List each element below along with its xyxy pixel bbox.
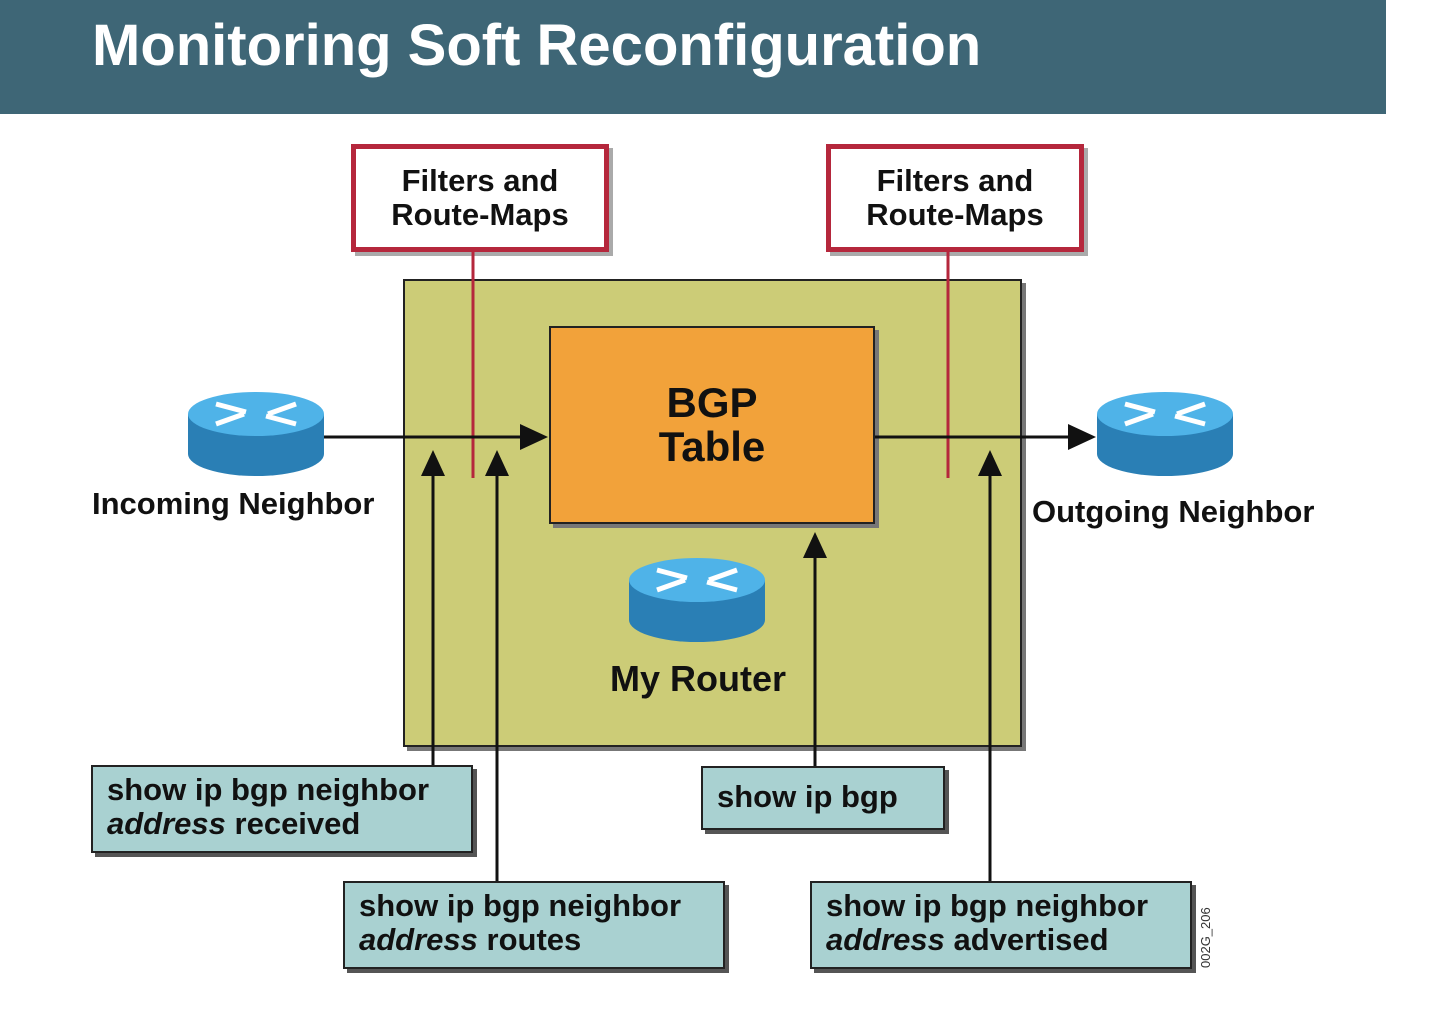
cmd-received-suffix: received (225, 806, 361, 841)
received-arrowhead (421, 450, 445, 476)
routes-arrowhead (485, 450, 509, 476)
cmd-routes-suffix: routes (477, 922, 582, 957)
bgp-table-box: BGP Table (549, 326, 875, 524)
incoming-router-icon (188, 392, 324, 476)
inbound-filters-box: Filters and Route-Maps (351, 144, 609, 252)
advertised-arrowhead (978, 450, 1002, 476)
cmd-show-ip-bgp: show ip bgp (701, 766, 945, 830)
outgoing-router-icon (1097, 392, 1233, 476)
page-title: Monitoring Soft Reconfiguration (92, 13, 982, 78)
cmd-received-line1: show ip bgp neighbor (107, 772, 430, 807)
incoming-flow-arrowhead (520, 424, 548, 450)
cmd-neighbor-advertised: show ip bgp neighbor address advertised (810, 881, 1192, 969)
cmd-neighbor-received: show ip bgp neighbor address received (91, 765, 473, 853)
incoming-neighbor-label: Incoming Neighbor (92, 486, 375, 521)
outbound-filters-line1: Filters and (876, 163, 1034, 198)
inbound-filters-line2: Route-Maps (391, 197, 569, 232)
cmd-routes-line1: show ip bgp neighbor (359, 888, 682, 923)
bgp-arrowhead (803, 532, 827, 558)
cmd-advertised-line1: show ip bgp neighbor (826, 888, 1149, 923)
cmd-routes-address: address (359, 922, 478, 957)
figure-code: 002G_206 (1198, 907, 1213, 968)
title-bar: Monitoring Soft Reconfiguration (0, 0, 1386, 114)
outgoing-neighbor-label: Outgoing Neighbor (1032, 494, 1315, 529)
cmd-advertised-suffix: advertised (944, 922, 1109, 957)
cmd-received-address: address (107, 806, 226, 841)
my-router-label: My Router (610, 658, 787, 699)
cmd-bgp-text: show ip bgp (717, 779, 898, 814)
outbound-filters-box: Filters and Route-Maps (826, 144, 1084, 252)
cmd-neighbor-routes: show ip bgp neighbor address routes (343, 881, 725, 969)
outgoing-flow-arrowhead (1068, 424, 1096, 450)
outbound-filters-line2: Route-Maps (866, 197, 1044, 232)
cmd-advertised-address: address (826, 922, 945, 957)
my-router-icon (629, 558, 765, 642)
bgp-table-line2: Table (658, 423, 766, 470)
bgp-table-line1: BGP (666, 379, 758, 426)
inbound-filters-line1: Filters and (401, 163, 559, 198)
